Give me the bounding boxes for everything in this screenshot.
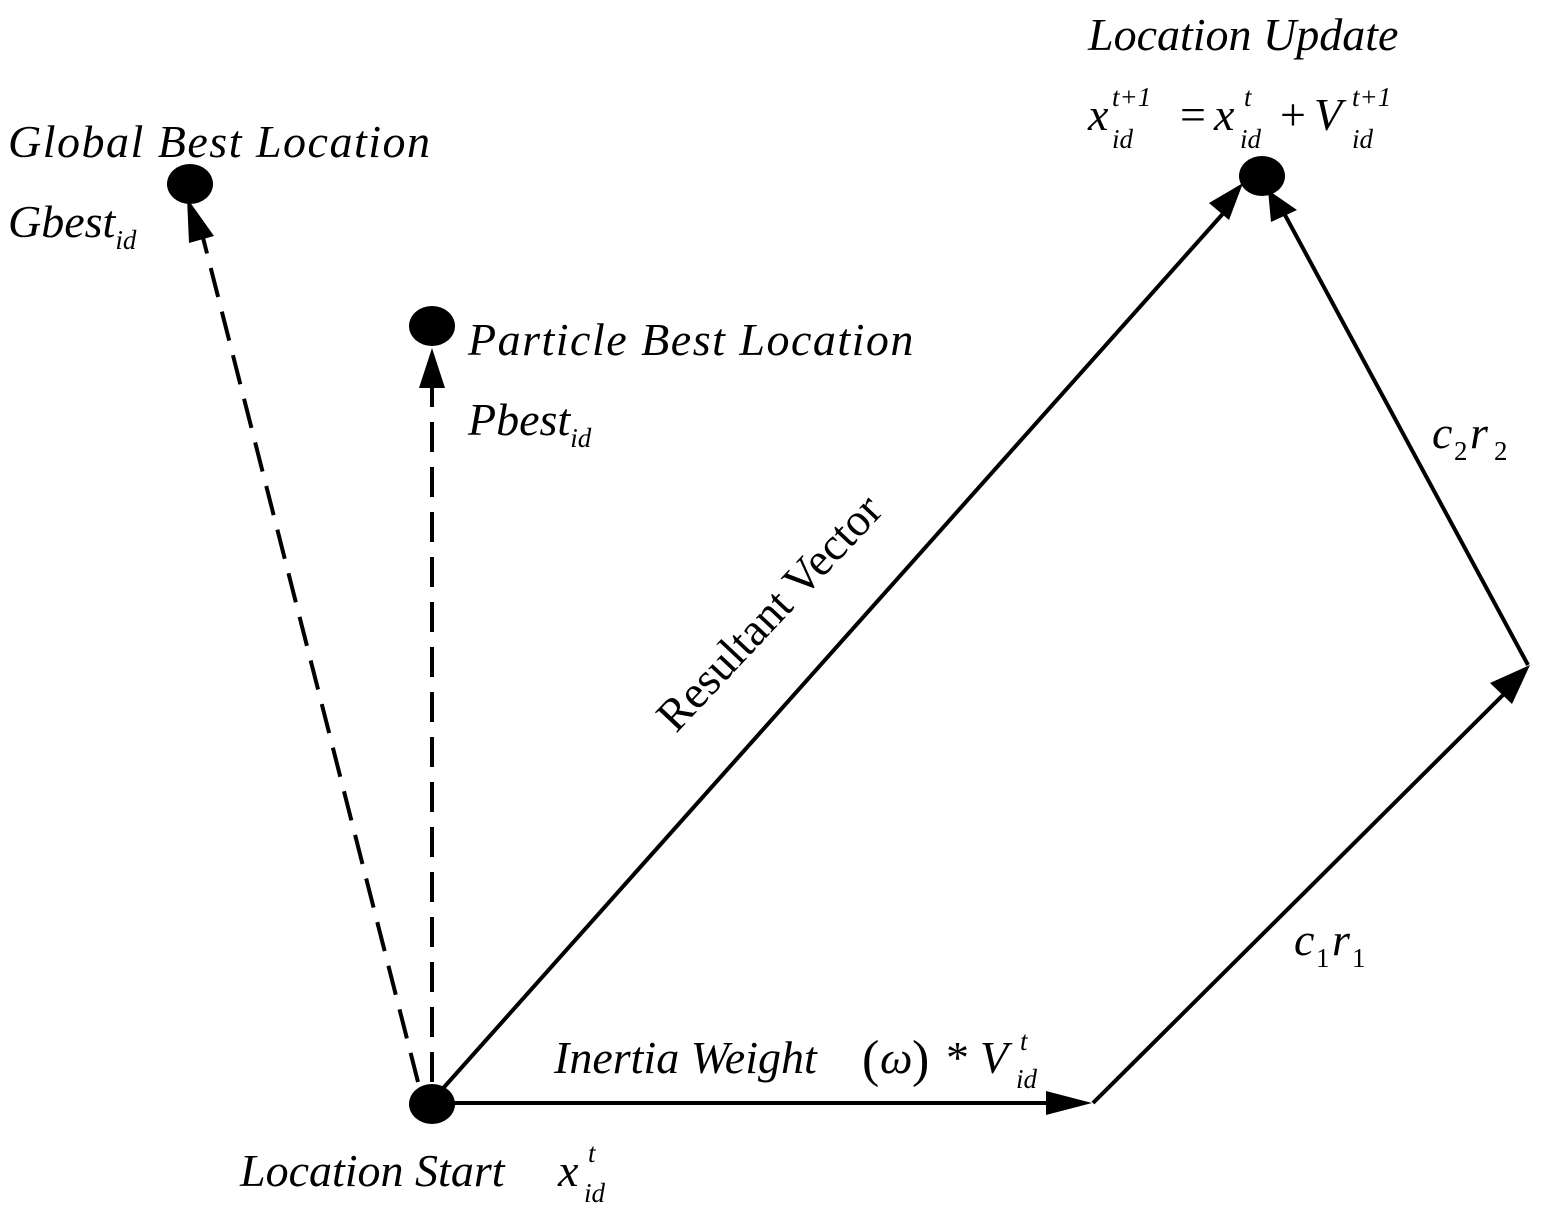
c1r1-arrowhead <box>1490 665 1530 704</box>
c2r2-vector-line <box>1283 214 1530 666</box>
svg-text:id: id <box>584 1178 606 1208</box>
c2r2-label: c 2 r 2 <box>1432 407 1508 466</box>
pbest-symbol: Pbestid <box>467 394 592 453</box>
svg-text:id: id <box>1352 124 1374 154</box>
svg-text:(: ( <box>862 1031 879 1088</box>
svg-text:t+1: t+1 <box>1352 82 1391 112</box>
svg-text:id: id <box>1112 124 1134 154</box>
svg-text:V: V <box>1314 89 1347 140</box>
c2r2-arrowhead <box>1268 190 1297 222</box>
svg-text:Location Start: Location Start <box>239 1145 506 1196</box>
resultant-arrowhead <box>1209 183 1243 220</box>
location-start-point <box>409 1084 455 1124</box>
global-best-point <box>167 164 213 204</box>
svg-text:x: x <box>1087 89 1109 140</box>
particle-best-point <box>409 306 455 346</box>
gbest-symbol: Gbestid <box>8 196 137 255</box>
location-start-label: Location Start x t id <box>239 1138 606 1208</box>
svg-text:r: r <box>1332 914 1351 965</box>
location-update-point <box>1239 156 1285 196</box>
svg-text:id: id <box>1016 1064 1038 1094</box>
svg-text:x: x <box>1213 89 1235 140</box>
svg-text:V: V <box>980 1032 1013 1083</box>
svg-text:2: 2 <box>1494 436 1508 466</box>
location-update-equation: x t+1 id = x t id + V t+1 id <box>1087 82 1391 154</box>
svg-text:1: 1 <box>1316 943 1330 973</box>
svg-text:t: t <box>1244 82 1253 112</box>
c1r1-label: c 1 r 1 <box>1294 914 1366 973</box>
inertia-weight-label: Inertia Weight ( ω ) * V t id <box>553 1026 1038 1094</box>
inertia-arrowhead <box>1046 1091 1092 1115</box>
svg-text:ω: ω <box>880 1032 912 1083</box>
svg-text:r: r <box>1470 407 1489 458</box>
resultant-vector-line <box>436 206 1230 1096</box>
pbest-arrowhead <box>419 348 445 388</box>
svg-text:id: id <box>1240 124 1262 154</box>
svg-text:Inertia Weight: Inertia Weight <box>553 1032 818 1083</box>
particle-best-title: Particle Best Location <box>467 314 915 365</box>
global-best-title: Global Best Location <box>8 116 432 167</box>
svg-text:c: c <box>1432 407 1452 458</box>
svg-text:+: + <box>1280 89 1306 140</box>
resultant-vector-label: Resultant Vector <box>646 484 892 741</box>
gbest-arrowhead <box>187 198 214 243</box>
svg-text:*: * <box>946 1032 969 1083</box>
svg-text:t: t <box>1020 1026 1029 1056</box>
svg-text:t: t <box>588 1138 597 1168</box>
svg-text:): ) <box>912 1031 929 1088</box>
svg-text:=: = <box>1180 89 1206 140</box>
svg-text:x: x <box>557 1145 579 1196</box>
svg-text:c: c <box>1294 914 1314 965</box>
location-update-title: Location Update <box>1087 9 1398 60</box>
gbest-dashed-arrow-line <box>196 217 420 1083</box>
svg-text:1: 1 <box>1352 943 1366 973</box>
c1r1-vector-line <box>1091 688 1510 1105</box>
svg-text:2: 2 <box>1454 436 1468 466</box>
svg-text:t+1: t+1 <box>1112 82 1151 112</box>
